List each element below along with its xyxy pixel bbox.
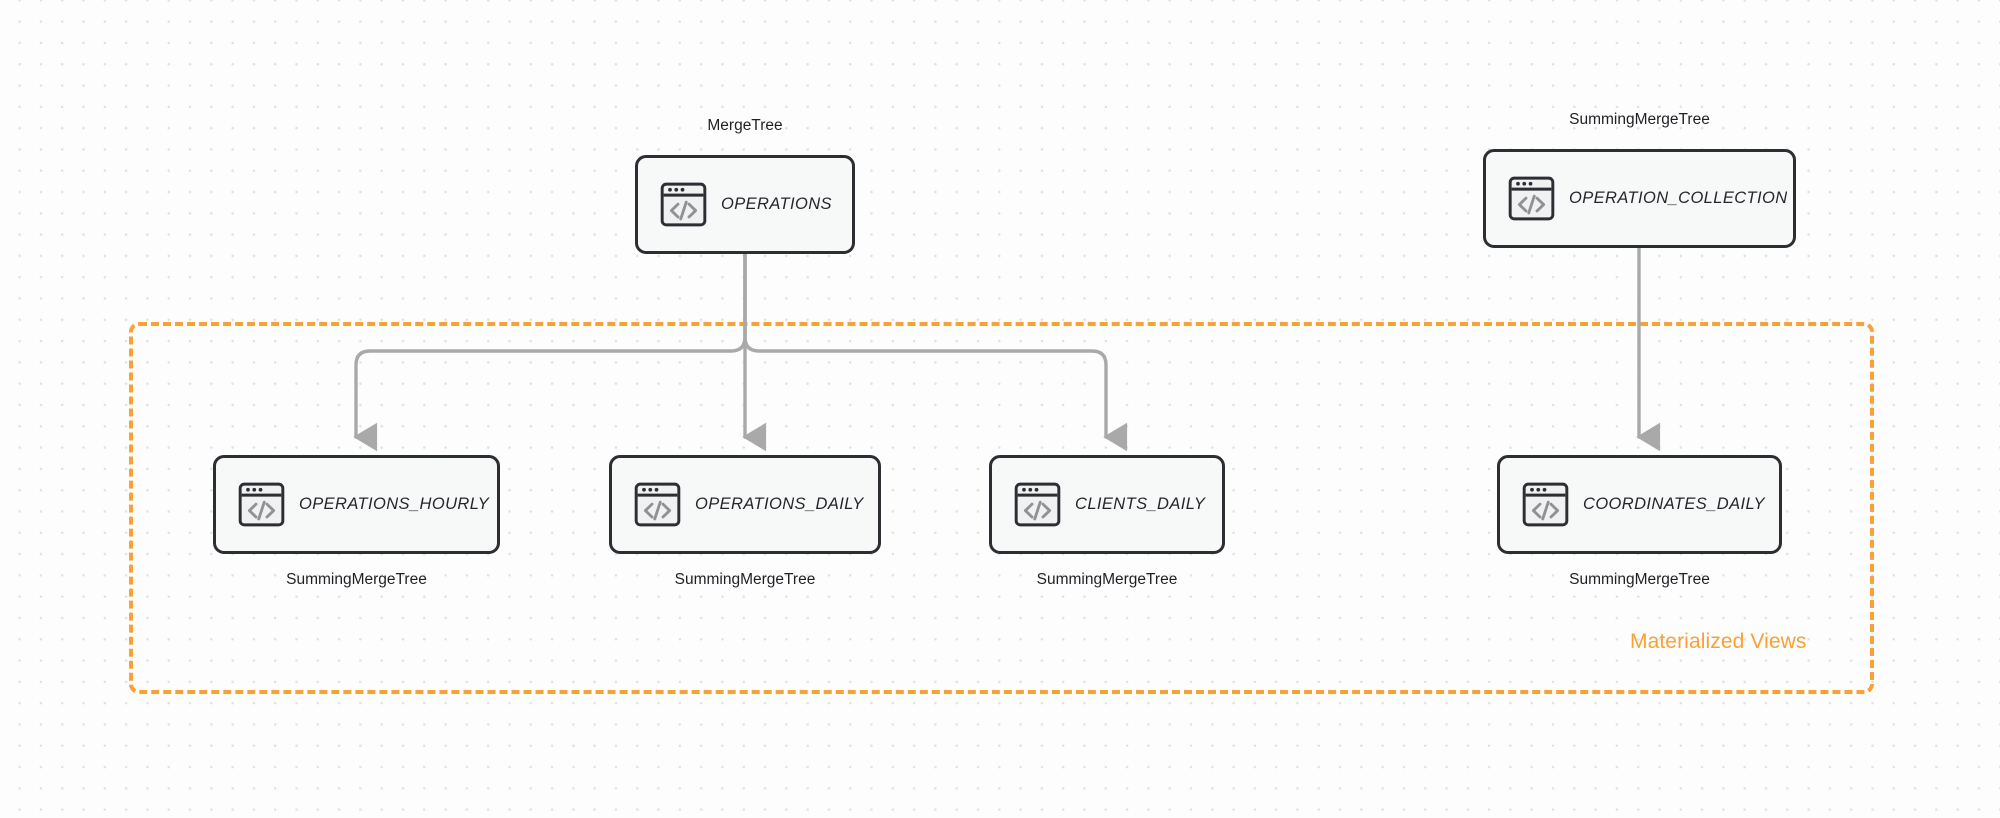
node-title-clients_daily: CLIENTS_DAILY: [1075, 495, 1206, 513]
node-title-operations_daily: OPERATIONS_DAILY: [695, 495, 864, 513]
engine-label-clients_daily: SummingMergeTree: [1036, 571, 1178, 588]
node-operations_hourly[interactable]: OPERATIONS_HOURLY SummingMergeTree: [213, 455, 500, 588]
engine-label-operations: MergeTree: [707, 117, 783, 134]
node-card-operation_collection[interactable]: OPERATION_COLLECTION: [1483, 149, 1796, 248]
code-window-icon: [1508, 176, 1555, 221]
node-card-operations_hourly[interactable]: OPERATIONS_HOURLY: [213, 455, 500, 554]
node-operations_daily[interactable]: OPERATIONS_DAILY SummingMergeTree: [609, 455, 881, 588]
node-title-operation_collection: OPERATION_COLLECTION: [1569, 189, 1788, 207]
node-card-clients_daily[interactable]: CLIENTS_DAILY: [989, 455, 1225, 554]
engine-label-coordinates_daily: SummingMergeTree: [1569, 571, 1710, 588]
node-title-operations_hourly: OPERATIONS_HOURLY: [299, 495, 490, 513]
node-title-operations: OPERATIONS: [721, 195, 832, 213]
materialized-views-label: Materialized Views: [1630, 630, 1807, 653]
node-card-operations_daily[interactable]: OPERATIONS_DAILY: [609, 455, 881, 554]
engine-label-operations_daily: SummingMergeTree: [674, 571, 816, 588]
node-card-coordinates_daily[interactable]: COORDINATES_DAILY: [1497, 455, 1782, 554]
node-clients_daily[interactable]: CLIENTS_DAILY SummingMergeTree: [989, 455, 1225, 588]
node-operation_collection[interactable]: OPERATION_COLLECTION SummingMergeTree: [1483, 111, 1796, 248]
code-window-icon: [238, 482, 285, 527]
code-window-icon: [1522, 482, 1569, 527]
code-window-icon: [1014, 482, 1061, 527]
node-operations[interactable]: OPERATIONS MergeTree: [635, 117, 855, 254]
node-coordinates_daily[interactable]: COORDINATES_DAILY SummingMergeTree: [1497, 455, 1782, 588]
node-title-coordinates_daily: COORDINATES_DAILY: [1583, 495, 1765, 513]
code-window-icon: [634, 482, 681, 527]
node-card-operations[interactable]: OPERATIONS: [635, 155, 855, 254]
engine-label-operations_hourly: SummingMergeTree: [286, 571, 427, 588]
engine-label-operation_collection: SummingMergeTree: [1569, 111, 1710, 128]
code-window-icon: [660, 182, 707, 227]
